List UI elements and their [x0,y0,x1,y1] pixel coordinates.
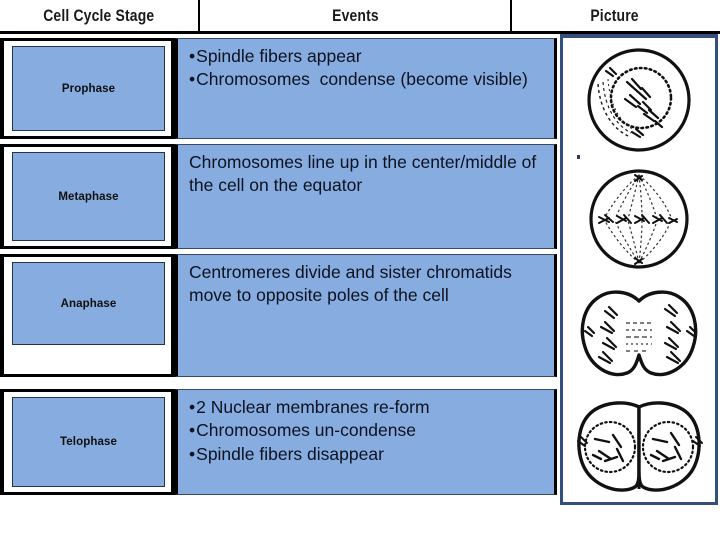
stage-box-telophase: Telophase [12,397,165,487]
events-bullet: Spindle fibers disappear [189,443,546,466]
events-cell-metaphase: Chromosomes line up in the center/middle… [174,144,557,249]
events-cell-telophase: 2 Nuclear membranes re-form Chromosomes … [174,389,557,495]
events-cell-anaphase: Centromeres divide and sister chromatids… [174,254,557,377]
header-cell-stage: Cell Cycle Stage [0,0,200,31]
table-body: Prophase Spindle fibers appear Chromosom… [0,34,720,540]
events-bullet: 2 Nuclear membranes re-form [189,396,546,419]
events-cell-prophase: Spindle fibers appear Chromosomes conden… [174,38,557,139]
events-text: Centromeres divide and sister chromatids… [189,262,517,306]
telophase-cell-diagram [577,401,703,492]
stage-label: Metaphase [58,190,119,203]
stage-label: Prophase [61,82,116,95]
events-text: Chromosomes line up in the center/middle… [189,152,542,196]
events-bullet: Chromosomes un-condense [189,419,546,442]
table-row: Anaphase [0,254,174,377]
picture-column [560,34,718,505]
events-bullet: Chromosomes condense (become visible) [189,68,546,91]
stage-box-metaphase: Metaphase [12,152,165,241]
prophase-cell-diagram [587,48,691,152]
table-header-row: Cell Cycle Stage Events Picture [0,0,720,34]
image-artifact-speck [577,155,580,159]
picture-cell-telophase [563,396,715,502]
header-cell-picture: Picture [512,0,718,31]
stage-box-prophase: Prophase [12,46,165,131]
anaphase-cell-diagram [580,290,698,377]
stage-label: Anaphase [60,297,117,310]
header-label-picture: Picture [590,5,640,25]
stage-label: Telophase [60,436,117,448]
events-bullet: Spindle fibers appear [189,45,546,68]
header-label-events: Events [331,5,379,25]
header-label-stage: Cell Cycle Stage [43,5,155,25]
table-row: Metaphase [0,144,174,249]
picture-cell-prophase [563,42,715,158]
picture-cell-anaphase [563,280,715,394]
stage-box-anaphase: Anaphase [12,262,165,345]
picture-cell-metaphase [563,160,715,278]
header-cell-events: Events [200,0,512,31]
metaphase-cell-diagram [589,169,689,269]
table-row: Telophase [0,389,174,495]
table-row: Prophase [0,38,174,139]
